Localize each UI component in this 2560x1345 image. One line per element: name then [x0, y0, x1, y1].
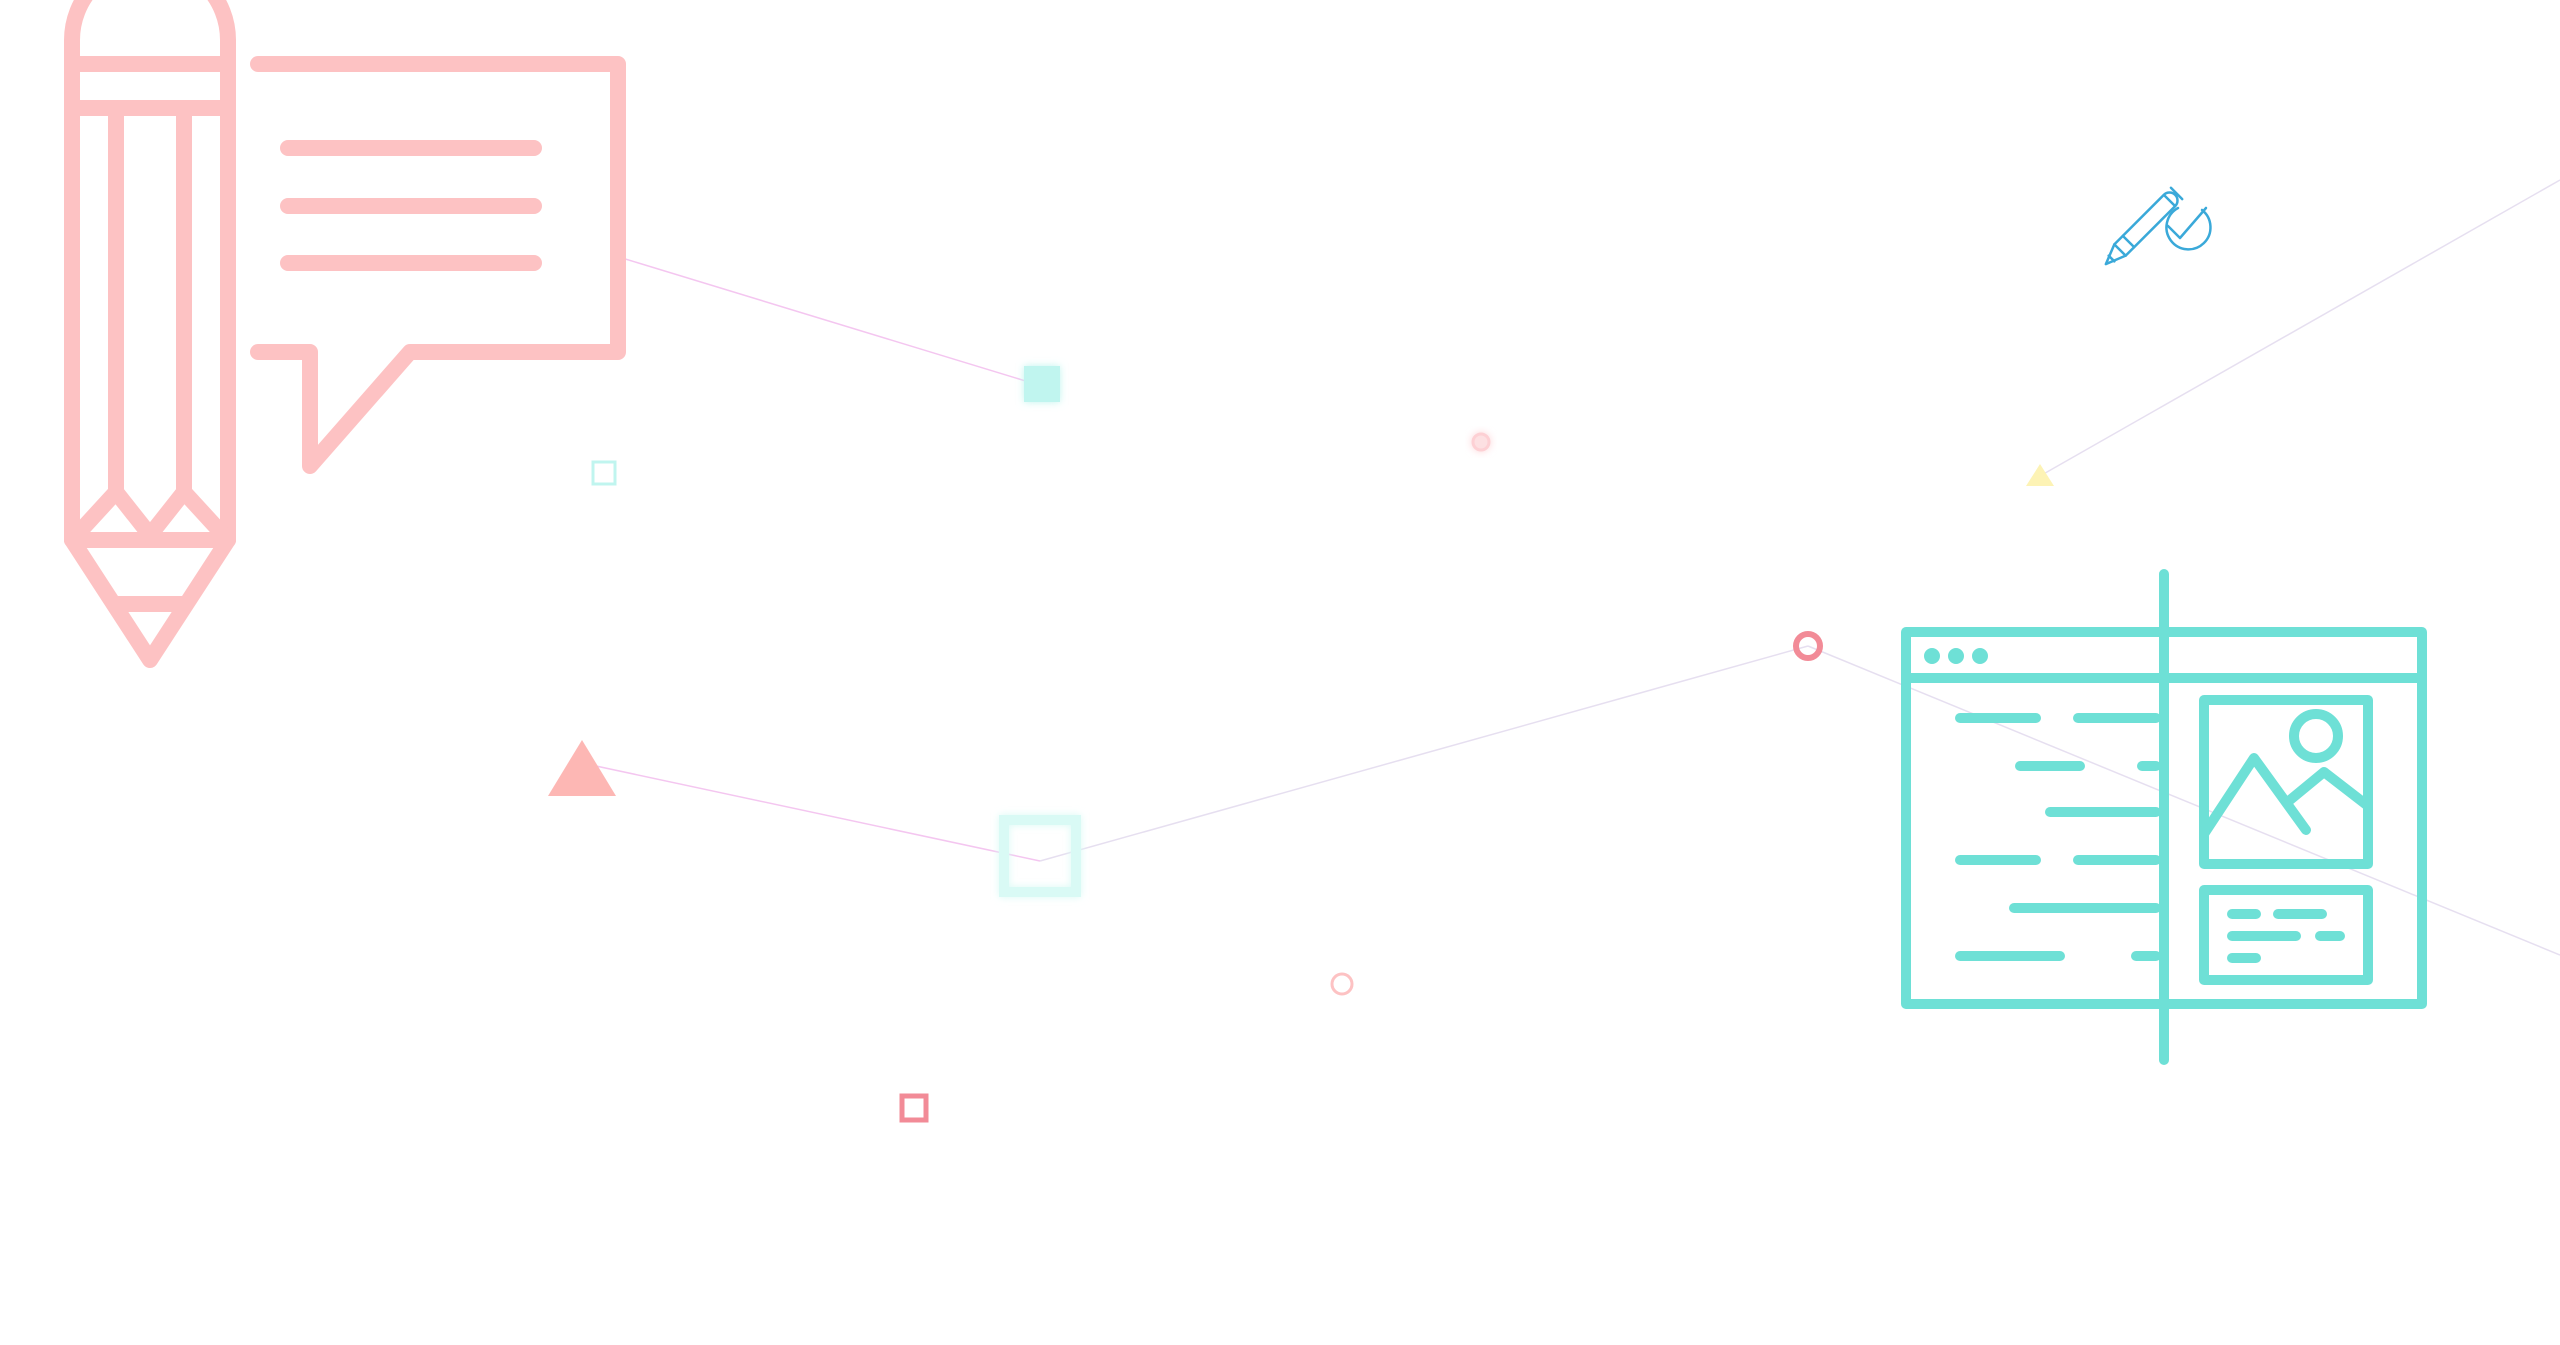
- connector-lines: [581, 179, 2560, 956]
- pencil-icon: [64, 0, 236, 668]
- ring-pink-particle: [1793, 631, 1823, 661]
- square-outline-teal-particle: [591, 460, 617, 486]
- pencil-check-icon: [2104, 186, 2212, 266]
- square-outline-pink-particle: [899, 1093, 929, 1123]
- connector-line: [581, 762, 1041, 862]
- web-layout-icon: [1901, 569, 2427, 1065]
- square-outline-glow-particle: [999, 815, 1081, 897]
- connector-line: [2039, 179, 2560, 477]
- particles: [548, 366, 2054, 1123]
- circle-pink-particle: [1471, 432, 1491, 452]
- triangle-salmon-particle: [548, 740, 616, 796]
- connector-line: [1807, 645, 2560, 956]
- ring-small-pink-particle: [1330, 972, 1354, 996]
- triangle-yellow-particle: [2026, 464, 2054, 486]
- speech-bubble-icon: [250, 56, 626, 474]
- connector-line: [1039, 645, 1809, 862]
- square-teal-particle: [1024, 366, 1060, 402]
- connector-line: [621, 257, 1043, 387]
